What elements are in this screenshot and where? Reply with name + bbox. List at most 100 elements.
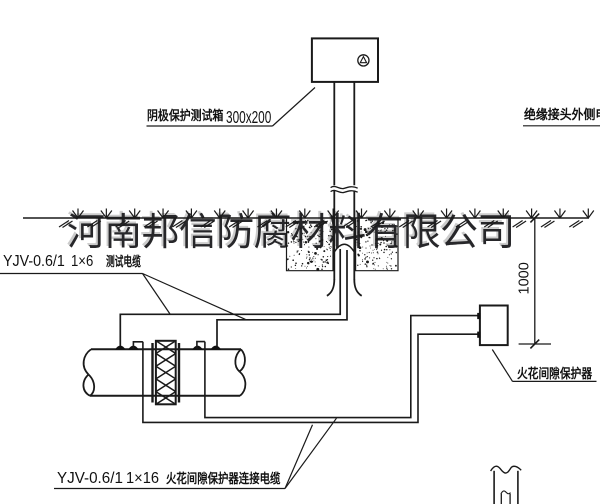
concrete-stipple-segment xyxy=(357,254,360,257)
concrete-stipple-segment xyxy=(329,246,331,247)
ground-surface-symbols-segment xyxy=(361,210,368,219)
concrete-stipple-segment xyxy=(296,222,299,225)
concrete-stipple-segment xyxy=(296,252,298,254)
concrete-stipple-segment xyxy=(315,230,317,232)
concrete-stipple-segment xyxy=(364,263,367,265)
concrete-stipple-segment xyxy=(384,230,386,233)
ground-surface-symbols-segment xyxy=(531,210,538,219)
concrete-stipple-segment xyxy=(290,241,293,243)
concrete-stipple-segment xyxy=(371,244,373,246)
concrete-stipple-segment xyxy=(389,265,391,267)
joint-crosshatch-segment-segment xyxy=(174,403,176,405)
concrete-stipple-segment xyxy=(295,235,298,237)
concrete-stipple-segment xyxy=(306,265,308,267)
concrete-stipple-segment xyxy=(359,242,361,245)
concrete-stipple-segment xyxy=(379,243,382,246)
concrete-stipple-segment xyxy=(366,266,368,268)
concrete-stipple-segment xyxy=(307,250,309,252)
concrete-stipple-segment xyxy=(365,220,366,222)
riser-pipe-symbol-segment xyxy=(490,465,522,474)
concrete-stipple-segment xyxy=(385,229,388,231)
joint-crosshatch-segment-segment xyxy=(155,403,158,405)
leader-lines-segment xyxy=(272,87,316,127)
concrete-stipple-segment xyxy=(302,238,304,240)
ground-surface-symbols-segment xyxy=(203,220,215,229)
concrete-stipple-segment xyxy=(366,260,369,264)
ground-surface-symbols-segment xyxy=(134,210,141,219)
concrete-stipple-segment xyxy=(386,244,388,246)
riser-pipe-symbol-segment xyxy=(500,490,511,495)
concrete-stipple-segment xyxy=(357,219,359,221)
ground-surface-symbols-segment xyxy=(175,220,187,229)
concrete-stipple-segment xyxy=(365,256,367,258)
concrete-stipple-segment xyxy=(395,251,398,254)
ground-surface-symbols-segment xyxy=(157,210,164,219)
leader-lines-segment xyxy=(491,349,514,382)
ground-surface-symbols-segment xyxy=(483,219,495,228)
concrete-stipple-segment xyxy=(365,219,368,222)
concrete-stipple-segment xyxy=(316,267,320,271)
concrete-stipple-segment xyxy=(364,258,366,260)
ground-surface-symbols-segment xyxy=(446,210,453,219)
concrete-stipple-segment xyxy=(383,242,385,244)
ground-surface-symbols-segment xyxy=(582,210,589,219)
concrete-stipple-segment xyxy=(300,227,302,230)
concrete-stipple-segment xyxy=(395,236,397,238)
meter-icon-segment xyxy=(357,54,370,67)
concrete-stipple-segment xyxy=(358,229,360,231)
concrete-stipple-segment xyxy=(330,246,332,248)
concrete-stipple-segment xyxy=(309,257,311,259)
ground-surface-symbols-segment xyxy=(228,219,240,228)
ground-surface-symbols-segment xyxy=(370,219,382,228)
label-spark-gap-protector-text: 火花间隙保护器 xyxy=(517,365,593,381)
concrete-stipple-segment xyxy=(321,238,324,242)
concrete-stipple-segment xyxy=(368,251,370,254)
concrete-stipple-segment xyxy=(369,237,371,239)
concrete-stipple-segment xyxy=(301,262,304,265)
concrete-stipple-segment xyxy=(320,258,322,260)
leader-lines-segment xyxy=(284,424,314,489)
concrete-stipple-segment xyxy=(373,264,375,266)
joint-crosshatch-segment-segment xyxy=(155,340,176,355)
concrete-stipple-segment xyxy=(328,235,330,237)
concrete-stipple-segment xyxy=(317,254,319,256)
concrete-stipple-segment xyxy=(366,264,368,266)
conduit-seal-arc xyxy=(333,243,355,253)
concrete-stipple-segment xyxy=(388,254,390,256)
concrete-stipple-segment xyxy=(327,256,329,258)
pipe-end-break-left-segment xyxy=(87,373,96,397)
concrete-stipple-segment xyxy=(321,264,324,266)
ground-surface-symbols-segment xyxy=(327,210,334,219)
concrete-stipple-segment xyxy=(373,268,375,270)
concrete-stipple-segment xyxy=(391,251,394,253)
concrete-stipple-segment xyxy=(314,265,317,267)
concrete-stipple-segment xyxy=(329,229,331,231)
ground-surface-symbols-segment xyxy=(317,220,328,229)
label-joint-outer-cable-text: 绝缘接头外侧电缆 xyxy=(523,107,600,122)
ground-surface-symbols-segment xyxy=(389,210,396,219)
concrete-stipple-segment xyxy=(312,257,314,259)
concrete-stipple-segment xyxy=(287,259,288,261)
concrete-stipple-segment xyxy=(304,235,307,238)
concrete-stipple-segment xyxy=(387,262,389,264)
concrete-stipple-segment xyxy=(317,229,319,231)
concrete-stipple-segment xyxy=(318,235,320,238)
ground-surface-symbols-segment xyxy=(143,219,155,228)
concrete-stipple-segment xyxy=(383,248,386,251)
concrete-stipple-segment xyxy=(319,233,321,235)
concrete-stipple-segment xyxy=(304,265,306,267)
concrete-stipple-segment xyxy=(378,237,380,239)
spark-gap-protector-box-segment xyxy=(478,304,509,347)
concrete-stipple-segment xyxy=(378,257,380,259)
concrete-stipple-segment xyxy=(295,241,297,244)
concrete-stipple-segment xyxy=(374,242,376,244)
concrete-stipple-segment xyxy=(295,263,297,265)
concrete-stipple-segment xyxy=(388,224,390,226)
leader-lines xyxy=(0,87,600,490)
ground-surface-symbols-segment xyxy=(219,210,226,219)
concrete-stipple-segment xyxy=(294,264,297,267)
concrete-stipple-segment xyxy=(329,247,331,250)
concrete-stipple-segment xyxy=(324,261,326,263)
concrete-stipple-segment xyxy=(362,246,364,248)
concrete-stipple-segment xyxy=(303,241,305,243)
